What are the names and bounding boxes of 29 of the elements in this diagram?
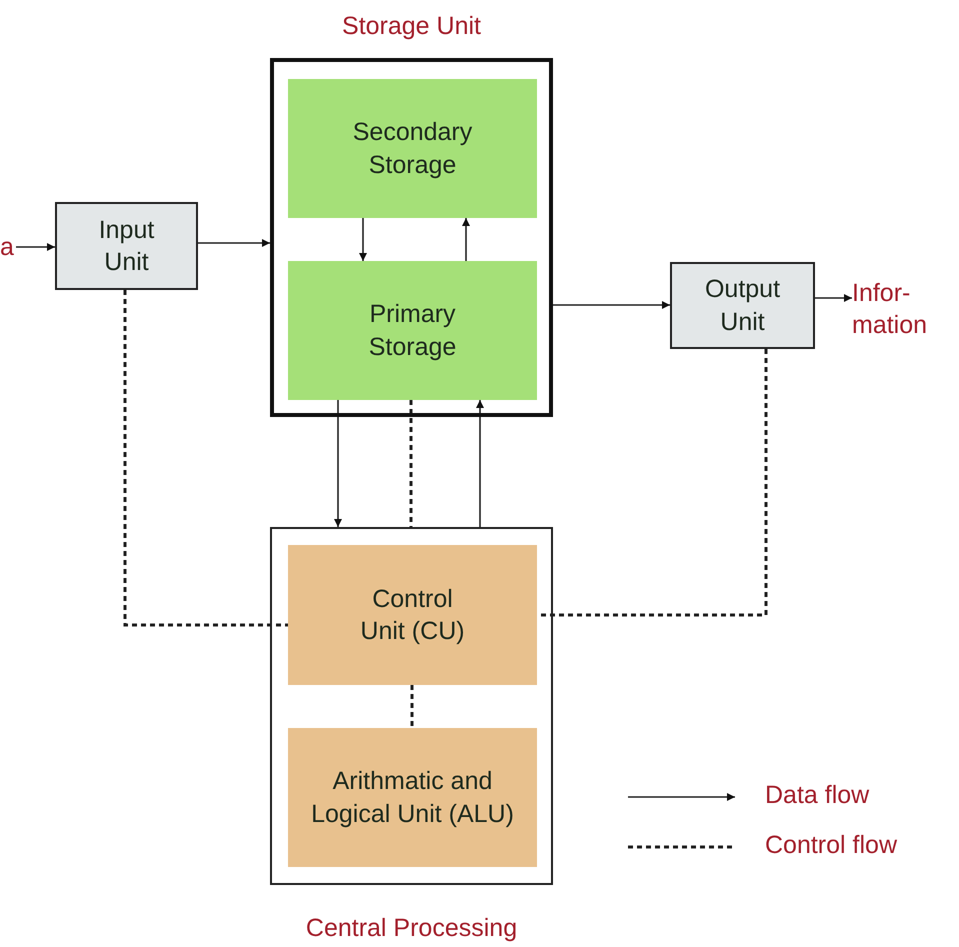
unit-box — [670, 262, 815, 349]
box-label: Primary Storage — [368, 299, 458, 362]
box-label: Control Unit (CU) — [359, 584, 466, 647]
box-label: Input Unit — [98, 214, 156, 278]
box-label: Secondary Storage — [352, 117, 474, 180]
data-flow-arrow — [553, 301, 670, 309]
unit-heading: Storage Unit — [341, 12, 482, 41]
storage-box — [288, 79, 537, 218]
legend-text: Data flow — [765, 781, 870, 810]
data-flow-arrow — [16, 243, 55, 251]
data-flow-arrow — [198, 239, 270, 247]
data-flow-arrow — [815, 294, 852, 302]
control-flow-line — [124, 290, 288, 626]
flow-label: Infor- mation — [852, 268, 959, 350]
flow-label: a — [0, 232, 16, 262]
data-flow-arrow — [334, 400, 342, 527]
processing-box — [288, 545, 537, 685]
data-flow-arrow — [476, 400, 484, 527]
box-label: Output Unit — [704, 274, 782, 338]
processing-box — [288, 728, 537, 867]
data-flow-arrow — [359, 218, 367, 261]
unit-box — [55, 202, 198, 290]
box-label: Arithmatic and Logical Unit (ALU) — [310, 766, 515, 830]
control-flow-line — [410, 400, 412, 527]
control-flow-line — [410, 685, 414, 728]
legend-text: Control flow — [765, 831, 897, 860]
unit-heading: Central Processing — [304, 914, 518, 943]
storage-box — [288, 261, 537, 400]
data-flow-arrow — [462, 218, 470, 261]
